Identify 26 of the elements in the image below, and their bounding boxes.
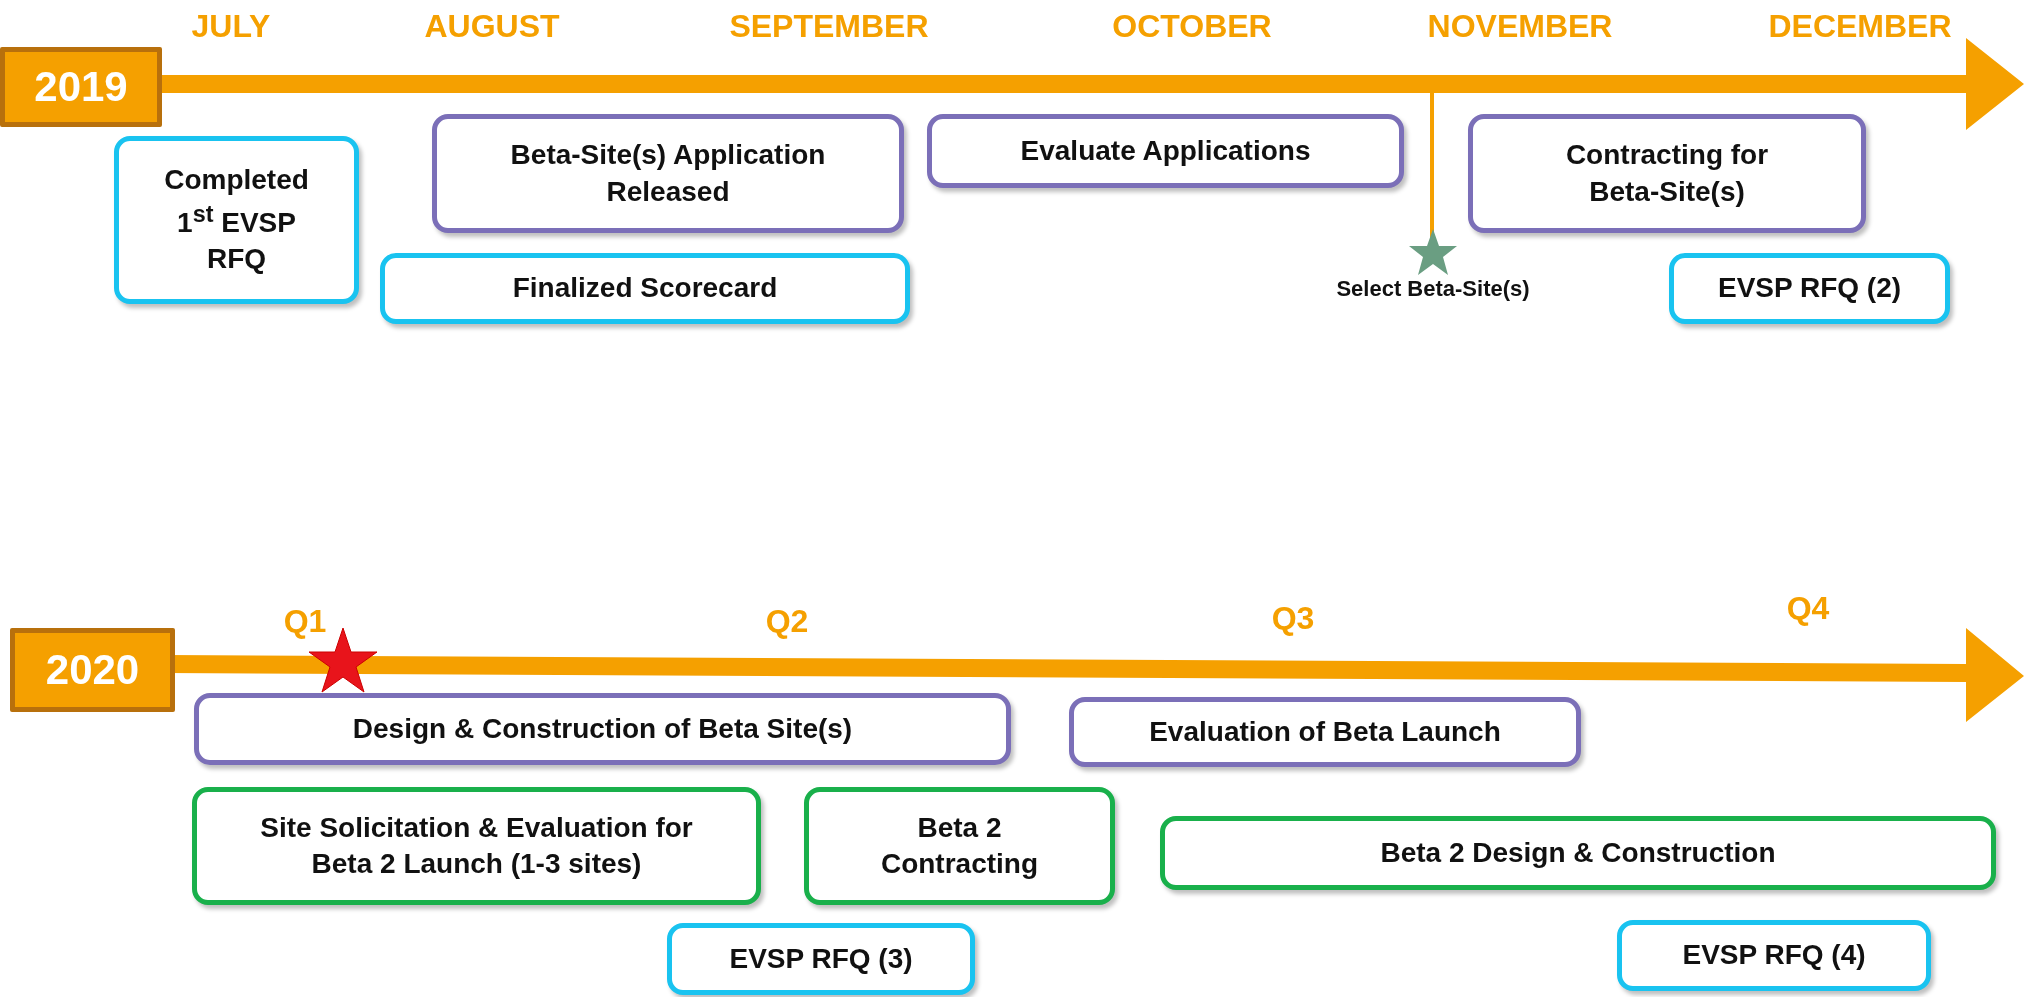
year-box: 2020 (10, 628, 175, 712)
month-label: SEPTEMBER (729, 8, 929, 45)
month-label: JULY (191, 8, 271, 45)
task-box: Beta-Site(s) Application Released (432, 114, 904, 233)
task-box: Evaluation of Beta Launch (1069, 697, 1581, 767)
task-box: Beta 2 Design & Construction (1160, 816, 1996, 890)
task-box: EVSP RFQ (3) (667, 923, 975, 995)
quarter-label: Q3 (1271, 600, 1315, 637)
task-box: Site Solicitation & Evaluation for Beta 2 Launch (1-3 sites) (192, 787, 761, 905)
year-box: 2019 (0, 47, 162, 127)
task-box: EVSP RFQ (2) (1669, 253, 1950, 324)
task-box: Contracting for Beta-Site(s) (1468, 114, 1866, 233)
quarter-label: Q1 (283, 603, 327, 640)
task-box: EVSP RFQ (4) (1617, 920, 1931, 991)
task-box: Completed 1$^{st}$ EVSP RFQ (114, 136, 359, 304)
quarter-label: Q4 (1786, 590, 1830, 627)
month-label: DECEMBER (1768, 8, 1952, 45)
month-label: AUGUST (424, 8, 560, 45)
task-box: Finalized Scorecard (380, 253, 910, 324)
task-box: Design & Construction of Beta Site(s) (194, 693, 1011, 765)
quarter-label: Q2 (765, 603, 809, 640)
task-box: Evaluate Applications (927, 114, 1404, 188)
task-box: Beta 2 Contracting (804, 787, 1115, 905)
milestone-caption: Select Beta-Site(s) (1336, 276, 1530, 302)
month-label: OCTOBER (1112, 8, 1272, 45)
month-label: NOVEMBER (1427, 8, 1613, 45)
